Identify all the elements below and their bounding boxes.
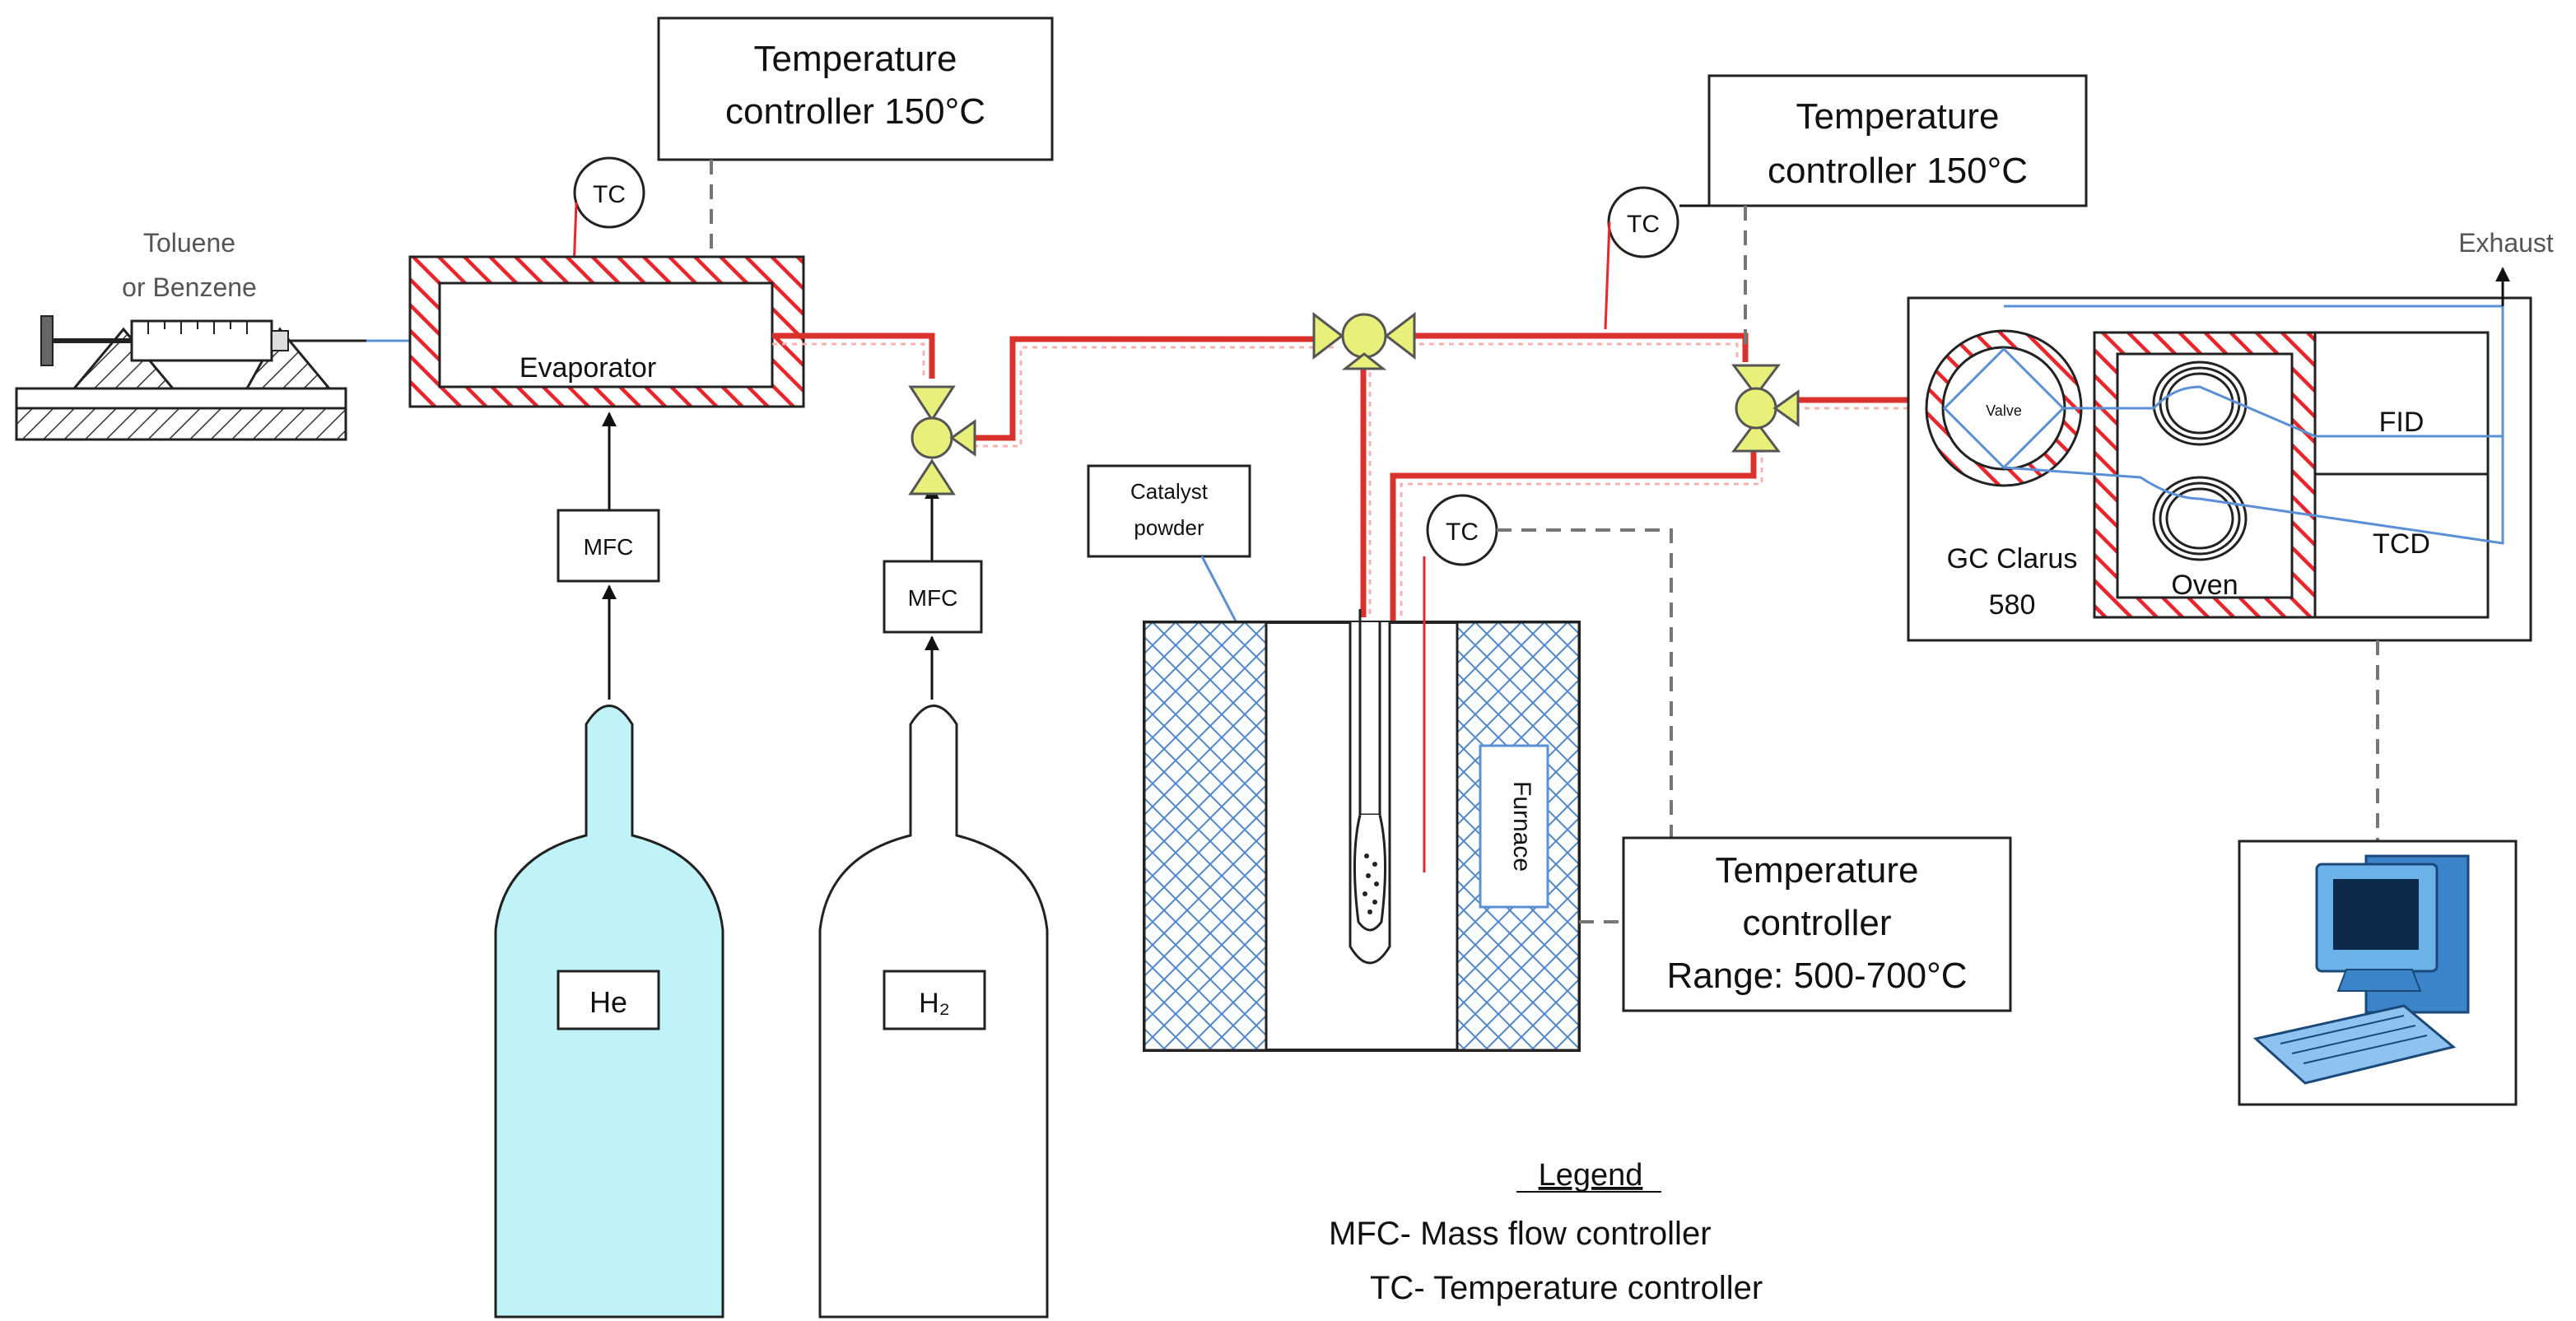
temperature-controller-top-box <box>657 16 1054 161</box>
evaporator-chamber <box>438 281 774 388</box>
temperature-controller-furnace-box <box>1622 836 2012 1012</box>
oven-label: Oven <box>2171 570 2238 601</box>
valve-2-hub <box>1341 313 1387 359</box>
catalyst-bed <box>1353 814 1387 932</box>
valve-3-body <box>1731 364 1781 453</box>
he-label: He <box>589 985 627 1019</box>
legend-title: Legend <box>1539 1158 1643 1193</box>
pump-base-top <box>15 387 347 410</box>
valve-3-hub <box>1735 387 1777 430</box>
heated-line-reactor-to-valve3 <box>1390 436 1757 626</box>
gc-clarus-580: GC Clarus 580 Valve Oven FID TCD <box>1907 277 2532 642</box>
syringe-barrel <box>130 319 273 362</box>
catalyst-label-line2: powder <box>1134 515 1204 540</box>
tc-sensor-right-label: TC <box>1627 211 1660 238</box>
tc-sensor-furnace-label: TC <box>1446 519 1479 546</box>
mfc-h2-box <box>883 560 983 634</box>
he-cylinder: He <box>494 705 724 1319</box>
gc-label-line1: GC Clarus <box>1947 543 2078 574</box>
legend: Legend MFC- Mass flow controller TC- Tem… <box>1329 1158 1763 1306</box>
heated-line-valve1-to-valve2 <box>965 336 1334 441</box>
syringe-ticks <box>147 321 248 334</box>
tc-probe-right <box>1604 221 1611 330</box>
valve-2-body <box>1312 311 1416 360</box>
computer-screen <box>2333 879 2419 950</box>
monitor-stand <box>2336 969 2422 992</box>
h2-tag <box>883 970 986 1030</box>
exhaust: Exhaust <box>2458 228 2554 306</box>
valve-3 <box>1731 364 1800 453</box>
mfc-he-box <box>557 509 660 583</box>
valve-1-hub <box>911 416 953 459</box>
temperature-controller-top-line2: controller 150°C <box>725 91 985 132</box>
heated-line-evaporator-to-valve1-trace <box>772 342 925 379</box>
toluene-label-line1: Toluene <box>143 228 235 258</box>
fid-detector <box>2313 331 2490 476</box>
syringe-tip <box>271 330 289 351</box>
catalyst-particles <box>1363 854 1379 914</box>
fid-label: FID <box>2379 407 2425 438</box>
furnace-label: Furnace <box>1508 781 1535 872</box>
valve-2 <box>1312 311 1416 370</box>
tcd-label: TCD <box>2373 528 2430 560</box>
temperature-controller-right: Temperature controller 150°C <box>1707 74 2088 207</box>
toluene-label-line2: or Benzene <box>122 272 257 302</box>
he-line: MFC <box>557 412 660 700</box>
heated-line-valve2-to-valve3-trace <box>1400 342 1739 362</box>
temperature-controller-furnace-line1: Temperature <box>1715 850 1918 891</box>
gc-valve-label: Valve <box>1986 402 2022 419</box>
tc-sensor-top-label: TC <box>593 181 626 208</box>
gc-tcd-line <box>2003 436 2504 545</box>
valve-2-port <box>1341 352 1387 370</box>
he-tag <box>557 970 660 1030</box>
exhaust-label: Exhaust <box>2458 228 2554 258</box>
h2-cylinder: H₂ <box>818 705 1049 1319</box>
gc-fid-line <box>2063 385 2503 438</box>
valve-1 <box>908 385 976 495</box>
legend-tc: TC- Temperature controller <box>1370 1270 1763 1306</box>
h2-label: H₂ <box>919 988 950 1019</box>
mfc-he-label: MFC <box>584 534 634 560</box>
catalyst-label-line1: Catalyst <box>1130 479 1209 504</box>
mfc-h2-label: MFC <box>908 585 958 611</box>
catalyst-box <box>1087 464 1251 558</box>
catalyst-label: Catalyst powder <box>1087 464 1368 873</box>
temperature-controller-right-line2: controller 150°C <box>1768 151 2028 191</box>
temperature-controller-furnace: Temperature controller Range: 500-700°C <box>1622 836 2012 1012</box>
gc-label-line2: 580 <box>1989 589 2036 621</box>
valve-1-body <box>908 385 956 495</box>
valve-3-port <box>1772 389 1800 427</box>
heated-line-reactor-to-valve3-trace <box>1400 436 1763 626</box>
heated-line-valve2-to-valve3 <box>1400 333 1749 362</box>
h2-line: MFC <box>883 484 983 700</box>
tc-sensor-right: TC <box>1604 186 1679 330</box>
temperature-controller-top-line1: Temperature <box>753 39 957 79</box>
syringe-plunger-head <box>40 315 54 366</box>
computer <box>2238 840 2518 1106</box>
evaporator-label: Evaporator <box>519 352 656 384</box>
tc-sensor-furnace: TC <box>1426 494 1498 566</box>
keyboard-keys <box>2280 1015 2428 1064</box>
temperature-controller-top: Temperature controller 150°C <box>657 16 1054 161</box>
evaporator: Evaporator <box>408 255 805 408</box>
temperature-controller-furnace-line2: controller <box>1743 903 1892 943</box>
syringe-pump: Toluene or Benzene <box>15 228 412 441</box>
heated-line-evaporator-to-valve1 <box>772 333 935 379</box>
temperature-controller-furnace-line3: Range: 500-700°C <box>1667 956 1968 996</box>
tc-sensor-top-circle <box>573 156 645 229</box>
heated-line-valve1-to-valve2-trace <box>973 346 1334 448</box>
temperature-controller-right-box <box>1707 74 2088 207</box>
tcd-detector <box>2313 472 2490 619</box>
furnace-label-box <box>1479 744 1549 909</box>
furnace: Furnace <box>1143 556 1581 1052</box>
legend-mfc: MFC- Mass flow controller <box>1329 1216 1712 1252</box>
gc-column-2 <box>2152 476 2248 561</box>
oven-chamber <box>2116 352 2294 599</box>
dashed-signal-furnace-tc <box>1497 528 1673 838</box>
temperature-controller-right-line1: Temperature <box>1796 96 1999 137</box>
valve-1-port <box>949 419 976 457</box>
furnace-wall-left <box>1143 621 1268 1052</box>
